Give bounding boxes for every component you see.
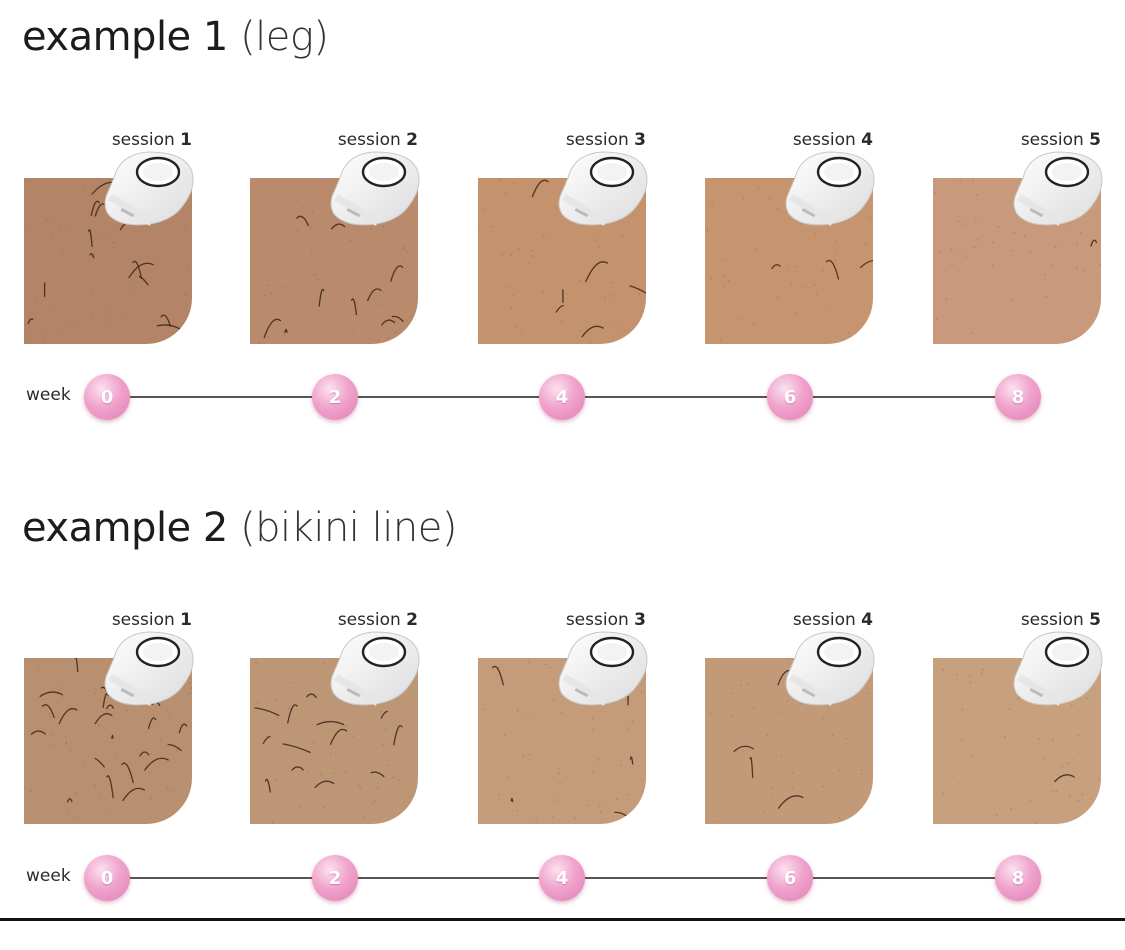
week-marker: 0 [84, 855, 130, 901]
example-1-subtitle: (leg) [240, 14, 329, 60]
session-panel: session 3 [478, 130, 648, 344]
session-number: 5 [1089, 610, 1101, 630]
session-number: 1 [180, 610, 192, 630]
bottom-divider [0, 918, 1125, 921]
session-number: 1 [180, 130, 192, 150]
session-label: session 3 [566, 130, 646, 150]
session-label-prefix: session [111, 130, 175, 150]
session-label-prefix: session [565, 610, 629, 630]
session-label: session 2 [338, 130, 418, 150]
week-label: week [26, 866, 71, 886]
example-1-title: example 1 [22, 14, 228, 60]
ipl-device-icon [1013, 151, 1103, 226]
session-panel: session 5 [933, 610, 1103, 824]
session-label: session 2 [338, 610, 418, 630]
example-2-subtitle: (bikini line) [240, 505, 457, 551]
session-label: session 4 [793, 610, 873, 630]
week-marker: 8 [995, 855, 1041, 901]
session-number: 2 [406, 130, 418, 150]
ipl-device-icon [785, 151, 875, 226]
example-1-heading: example 1 (leg) [22, 14, 329, 60]
week-marker: 2 [312, 855, 358, 901]
ipl-device-icon [104, 151, 194, 226]
session-label-prefix: session [792, 610, 856, 630]
session-number: 2 [406, 610, 418, 630]
session-label-prefix: session [792, 130, 856, 150]
session-label: session 1 [112, 610, 192, 630]
session-label: session 4 [793, 130, 873, 150]
session-panel: session 1 [24, 610, 194, 824]
example-2-timeline: week 0 2 4 6 8 [0, 854, 1125, 904]
week-marker: 2 [312, 374, 358, 420]
session-panel: session 4 [705, 130, 875, 344]
example-2-heading: example 2 (bikini line) [22, 505, 457, 551]
session-label: session 5 [1021, 610, 1101, 630]
week-marker: 6 [767, 855, 813, 901]
session-number: 4 [861, 130, 873, 150]
week-marker: 0 [84, 374, 130, 420]
session-label: session 3 [566, 610, 646, 630]
ipl-device-icon [558, 151, 648, 226]
session-number: 3 [634, 130, 646, 150]
session-label-prefix: session [337, 130, 401, 150]
ipl-device-icon [785, 631, 875, 706]
example-2-title: example 2 [22, 505, 228, 551]
session-panel: session 3 [478, 610, 648, 824]
session-panel: session 2 [250, 130, 420, 344]
ipl-device-icon [1013, 631, 1103, 706]
session-label-prefix: session [337, 610, 401, 630]
session-panel: session 5 [933, 130, 1103, 344]
ipl-device-icon [330, 151, 420, 226]
session-panel: session 1 [24, 130, 194, 344]
week-marker: 8 [995, 374, 1041, 420]
session-number: 4 [861, 610, 873, 630]
session-number: 3 [634, 610, 646, 630]
ipl-device-icon [104, 631, 194, 706]
session-label: session 5 [1021, 130, 1101, 150]
week-marker: 4 [539, 855, 585, 901]
session-number: 5 [1089, 130, 1101, 150]
session-label-prefix: session [565, 130, 629, 150]
session-panel: session 2 [250, 610, 420, 824]
ipl-device-icon [558, 631, 648, 706]
session-label-prefix: session [1020, 130, 1084, 150]
example-1-timeline: week 0 2 4 6 8 [0, 373, 1125, 423]
session-label-prefix: session [111, 610, 175, 630]
week-label: week [26, 385, 71, 405]
week-marker: 4 [539, 374, 585, 420]
ipl-device-icon [330, 631, 420, 706]
session-panel: session 4 [705, 610, 875, 824]
week-marker: 6 [767, 374, 813, 420]
session-label: session 1 [112, 130, 192, 150]
session-label-prefix: session [1020, 610, 1084, 630]
